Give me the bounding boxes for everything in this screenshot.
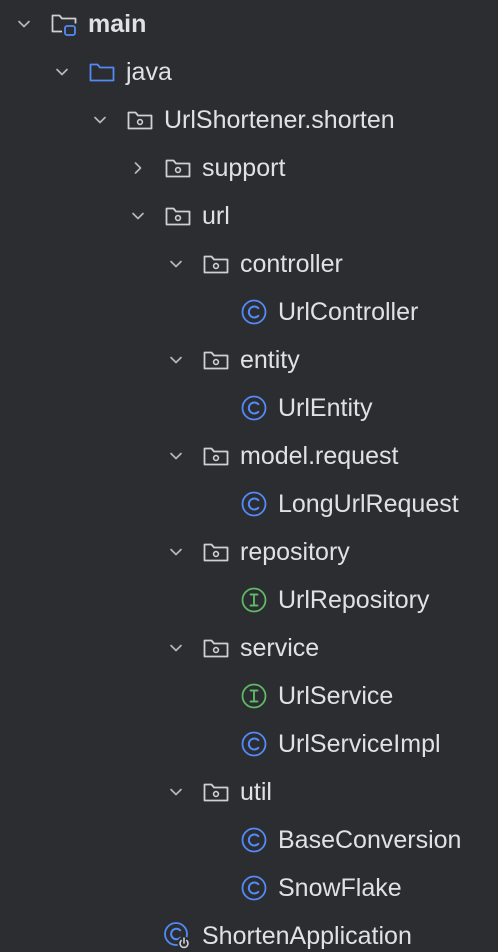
chevron-down-icon[interactable] [164,444,188,468]
tree-item-label: support [202,154,286,182]
tree-row-service[interactable]: service [0,624,498,672]
tree-row-entity[interactable]: entity [0,336,498,384]
tree-item-label: UrlEntity [278,394,373,422]
interface-icon [239,683,269,709]
tree-item-label: util [240,778,272,806]
class-icon [239,491,269,517]
tree-item-label: java [126,58,172,86]
tree-item-label: url [202,202,230,230]
tree-row-repository[interactable]: repository [0,528,498,576]
interface-icon [239,587,269,613]
tree-item-label: main [88,10,147,38]
tree-row-model-request[interactable]: model.request [0,432,498,480]
tree-item-label: UrlShortener.shorten [164,106,395,134]
chevron-down-icon[interactable] [164,780,188,804]
tree-row-snowflake[interactable]: SnowFlake [0,864,498,912]
package-icon [201,779,231,805]
tree-item-label: SnowFlake [278,874,402,902]
package-icon [163,203,193,229]
tree-item-label: entity [240,346,300,374]
tree-row-baseconversion[interactable]: BaseConversion [0,816,498,864]
tree-row-url[interactable]: url [0,192,498,240]
spring-boot-class-icon [163,922,193,950]
chevron-right-icon[interactable] [126,156,150,180]
tree-row-urlcontroller[interactable]: UrlController [0,288,498,336]
tree-row-urlrepository[interactable]: UrlRepository [0,576,498,624]
tree-item-label: UrlRepository [278,586,430,614]
tree-row-controller[interactable]: controller [0,240,498,288]
tree-item-label: LongUrlRequest [278,490,459,518]
chevron-down-icon[interactable] [12,12,36,36]
chevron-down-icon[interactable] [164,540,188,564]
tree-item-label: UrlService [278,682,394,710]
chevron-down-icon[interactable] [164,252,188,276]
tree-row-util[interactable]: util [0,768,498,816]
tree-item-label: model.request [240,442,399,470]
package-icon [163,155,193,181]
package-icon [201,539,231,565]
tree-item-label: ShortenApplication [202,922,412,950]
tree-item-label: service [240,634,320,662]
chevron-down-icon[interactable] [164,348,188,372]
tree-row-urlserviceimpl[interactable]: UrlServiceImpl [0,720,498,768]
package-icon [201,251,231,277]
tree-row-urlservice[interactable]: UrlService [0,672,498,720]
class-icon [239,299,269,325]
tree-item-label: repository [240,538,350,566]
tree-row-support[interactable]: support [0,144,498,192]
class-icon [239,395,269,421]
tree-row-shortenapplication[interactable]: ShortenApplication [0,912,498,952]
package-icon [125,107,155,133]
tree-row-longurlrequest[interactable]: LongUrlRequest [0,480,498,528]
tree-row-main[interactable]: main [0,0,498,48]
package-icon [201,347,231,373]
tree-item-label: controller [240,250,343,278]
package-icon [201,635,231,661]
chevron-down-icon[interactable] [88,108,112,132]
class-icon [239,827,269,853]
chevron-down-icon[interactable] [164,636,188,660]
source-folder-icon [87,59,117,85]
class-icon [239,875,269,901]
chevron-down-icon[interactable] [50,60,74,84]
tree-row-urlshortener-shorten[interactable]: UrlShortener.shorten [0,96,498,144]
tree-item-label: UrlServiceImpl [278,730,441,758]
chevron-down-icon[interactable] [126,204,150,228]
source-root-folder-icon [49,11,79,37]
package-icon [201,443,231,469]
tree-item-label: UrlController [278,298,419,326]
class-icon [239,731,269,757]
tree-row-java[interactable]: java [0,48,498,96]
tree-row-urlentity[interactable]: UrlEntity [0,384,498,432]
tree-item-label: BaseConversion [278,826,462,854]
